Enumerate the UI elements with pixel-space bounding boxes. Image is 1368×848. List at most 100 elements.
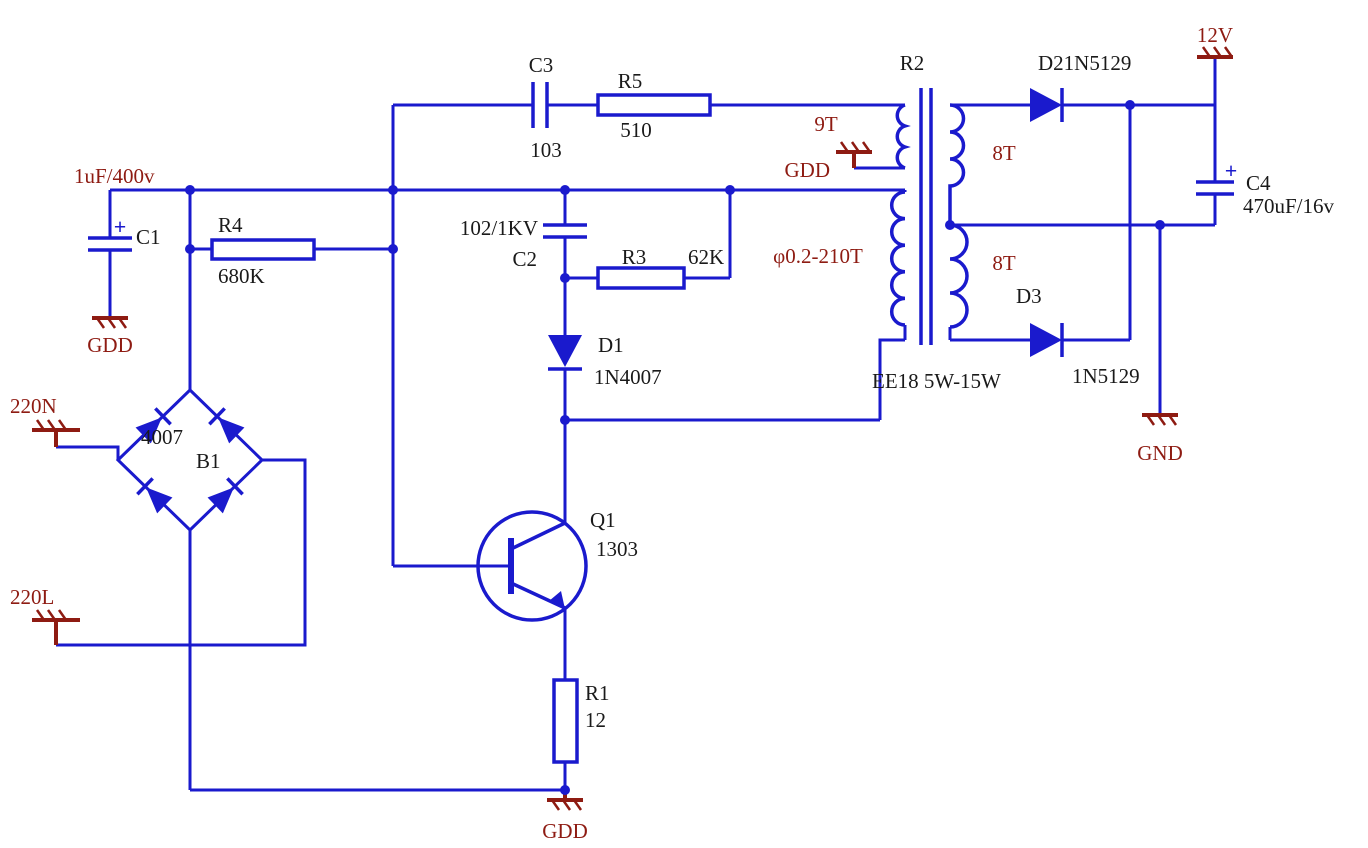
terminal-hatch — [35, 609, 68, 621]
label-8t-top: 8T — [992, 141, 1016, 165]
wires — [56, 57, 1217, 792]
label-c4: C4 — [1246, 171, 1271, 195]
junction-dots — [185, 100, 1165, 795]
diode-d3 — [1030, 323, 1064, 357]
d3-triangle — [1030, 323, 1062, 357]
label-gdd-emitter: GDD — [542, 819, 588, 843]
label-gdd-input: GDD — [87, 333, 133, 357]
capacitor-c3 — [531, 82, 549, 128]
label-r1: R1 — [585, 681, 610, 705]
wire-220l — [56, 458, 307, 647]
q1-emitter-arrow — [549, 591, 565, 609]
label-103: 103 — [530, 138, 562, 162]
label-8t-bottom: 8T — [992, 251, 1016, 275]
capacitor-c1 — [88, 236, 132, 252]
bridge-diode-bar — [136, 477, 154, 496]
ground-gdd-input — [92, 316, 128, 329]
terminal-hatch — [95, 317, 128, 329]
diode-d2 — [1030, 88, 1064, 122]
bridge-diode-lower-right — [207, 477, 244, 514]
winding-secondary-bottom-8t — [949, 223, 969, 329]
junction-dot — [560, 785, 570, 795]
ground-gdd-feedback — [836, 141, 872, 168]
label-r4: R4 — [218, 213, 243, 237]
label-gdd-feedback: GDD — [785, 158, 831, 182]
terminal-hatch — [550, 799, 583, 811]
label-c1-plus: + — [114, 214, 127, 239]
label-d3: D3 — [1016, 284, 1042, 308]
bridge-diode-triangle — [207, 487, 234, 514]
bridge-diode-bar — [154, 407, 172, 426]
junction-dot — [388, 244, 398, 254]
junction-dot — [560, 185, 570, 195]
wire-primary-return-riser — [878, 338, 905, 420]
junction-dot — [560, 273, 570, 283]
label-12: 12 — [585, 708, 606, 732]
label-4007: 4007 — [141, 425, 183, 449]
junction-dot — [725, 185, 735, 195]
bridge-diode-triangle — [218, 417, 245, 444]
label-q1: Q1 — [590, 508, 616, 532]
junction-dot — [185, 244, 195, 254]
junction-dot — [560, 415, 570, 425]
label-1n4007: 1N4007 — [594, 365, 662, 389]
label-c4-plus: + — [1225, 158, 1238, 183]
terminal-220l — [32, 609, 80, 645]
winding-secondary-top-8t — [948, 103, 966, 225]
label-62k: 62K — [688, 245, 724, 269]
label-c1: C1 — [136, 225, 161, 249]
capacitor-c2 — [543, 223, 587, 239]
terminal-hatch — [1201, 46, 1234, 58]
resistor-r5 — [596, 93, 712, 117]
wire-220n — [56, 445, 120, 460]
junction-dot — [1155, 220, 1165, 230]
label-r2: R2 — [900, 51, 925, 75]
winding-feedback-9t — [895, 103, 911, 170]
bridge-diode-upper-right — [208, 407, 245, 444]
terminal-hatch — [35, 419, 68, 431]
capacitor-c4 — [1196, 180, 1234, 196]
resistor-r4 — [210, 238, 316, 261]
junction-dot — [1125, 100, 1135, 110]
label-1303: 1303 — [596, 537, 638, 561]
label-9t: 9T — [814, 112, 838, 136]
bridge-diode-lower-left — [136, 477, 173, 514]
transistor-q1 — [476, 510, 588, 622]
label-220n: 220N — [10, 394, 57, 418]
resistor-r3 — [596, 266, 686, 290]
label-c3: C3 — [529, 53, 554, 77]
label-b1: B1 — [196, 449, 221, 473]
junction-dot — [945, 220, 955, 230]
label-220l: 220L — [10, 585, 54, 609]
terminal-hatch — [1145, 414, 1178, 426]
label-510: 510 — [620, 118, 652, 142]
junction-dot — [185, 185, 195, 195]
bridge-diode-bar — [226, 477, 244, 496]
d2-ref-text: D2 — [1038, 51, 1064, 75]
junction-dot — [388, 185, 398, 195]
label-12v: 12V — [1197, 23, 1233, 47]
label-c2: C2 — [512, 247, 537, 271]
label-102-1kv: 102/1KV — [460, 216, 538, 240]
resistor-r1 — [552, 678, 579, 764]
bridge-diamond — [115, 387, 265, 533]
terminal-220n — [32, 419, 80, 447]
label-680k: 680K — [218, 264, 265, 288]
d2-part-text: 1N5129 — [1064, 51, 1132, 75]
terminal-12v — [1197, 46, 1234, 59]
label-1n5129-d3: 1N5129 — [1072, 364, 1140, 388]
terminal-hatch — [839, 141, 872, 153]
bridge-diode-triangle — [146, 487, 173, 514]
label-d1: D1 — [598, 333, 624, 357]
bridge-diode-bar — [208, 407, 226, 426]
label-470uf: 470uF/16v — [1243, 194, 1335, 218]
transformer-t1 — [889, 88, 969, 345]
label-r5: R5 — [618, 69, 643, 93]
label-1uf400v: 1uF/400v — [74, 164, 155, 188]
d1-triangle — [548, 335, 582, 367]
label-d2: D21N5129 — [1038, 51, 1131, 75]
bridge-diode-upper-left — [135, 407, 172, 444]
q1-body — [476, 510, 588, 622]
